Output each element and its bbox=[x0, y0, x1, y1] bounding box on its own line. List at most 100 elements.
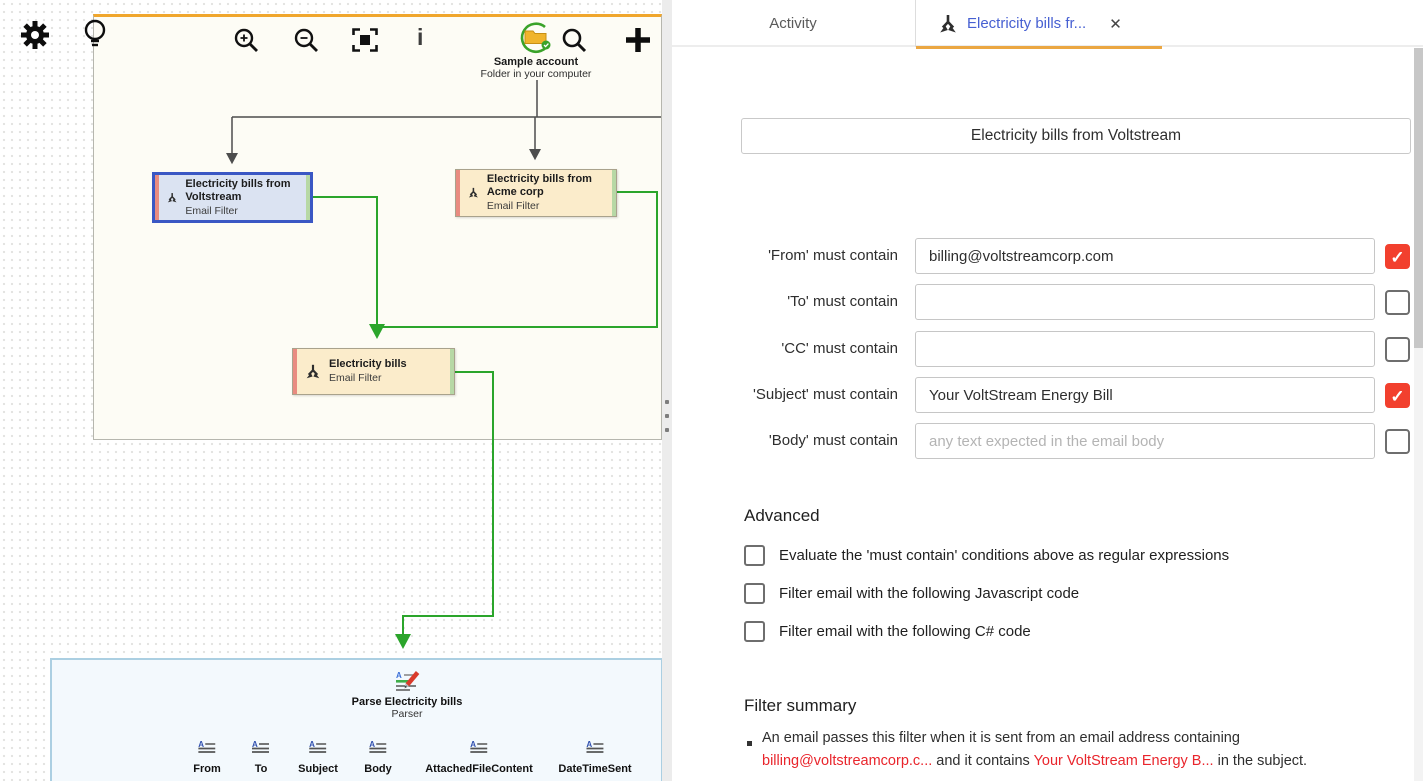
node-filter-electricity-bills[interactable]: Electricity bills Email Filter bbox=[292, 348, 455, 395]
body-enabled-checkbox[interactable] bbox=[1385, 429, 1410, 454]
summary-from-value: billing@voltstreamcorp.c... bbox=[762, 752, 933, 769]
tab-close-icon[interactable]: ✕ bbox=[1109, 15, 1122, 33]
hint-lightbulb-icon[interactable] bbox=[82, 18, 108, 50]
filter-branch-icon bbox=[167, 192, 177, 202]
filter-branch-icon bbox=[468, 187, 478, 198]
panel-splitter[interactable] bbox=[662, 0, 672, 781]
filter-branch-icon bbox=[940, 14, 956, 32]
parser-field-from[interactable]: A From bbox=[193, 740, 221, 775]
node-green-stripe bbox=[306, 175, 310, 220]
csharp-checkbox[interactable] bbox=[744, 621, 765, 642]
parser-field-to[interactable]: A To bbox=[252, 740, 270, 775]
field-label: To bbox=[254, 763, 268, 775]
node-subtitle: Email Filter bbox=[329, 372, 382, 384]
node-red-stripe bbox=[155, 175, 159, 220]
settings-gear-icon[interactable] bbox=[20, 20, 50, 50]
parser-title: Parse Electricity bills bbox=[351, 696, 463, 708]
field-label: DateTimeSent bbox=[558, 763, 632, 775]
option-label: Filter email with the following Javascri… bbox=[779, 585, 1080, 602]
parser-field-subject[interactable]: A Subject bbox=[298, 740, 338, 775]
parser-field-body[interactable]: A Body bbox=[364, 740, 392, 775]
javascript-checkbox[interactable] bbox=[744, 583, 765, 604]
search-icon[interactable] bbox=[560, 26, 588, 54]
svg-text:A: A bbox=[586, 740, 592, 749]
condition-label: 'Body' must contain bbox=[768, 432, 898, 449]
splitter-dot bbox=[665, 414, 669, 418]
field-label: Body bbox=[364, 763, 392, 775]
zoom-in-icon[interactable] bbox=[232, 26, 260, 54]
node-title: Electricity bills from Acme corp bbox=[486, 173, 592, 198]
add-node-icon[interactable] bbox=[624, 26, 652, 54]
svg-text:A: A bbox=[470, 740, 476, 749]
condition-label: 'From' must contain bbox=[768, 247, 898, 264]
from-enabled-checkbox[interactable] bbox=[1385, 244, 1410, 269]
filter-summary-heading: Filter summary bbox=[744, 696, 857, 715]
panel-scrollbar[interactable] bbox=[1414, 48, 1423, 781]
body-must-contain-input[interactable] bbox=[915, 423, 1375, 459]
field-label: Subject bbox=[298, 763, 338, 775]
option-label: Evaluate the 'must contain' conditions a… bbox=[779, 547, 1230, 564]
tab-label: Electricity bills fr... bbox=[967, 15, 1087, 32]
from-must-contain-input[interactable] bbox=[915, 238, 1375, 274]
tab-activity[interactable]: Activity bbox=[769, 15, 817, 32]
node-title: Electricity bills bbox=[329, 358, 407, 370]
svg-text:A: A bbox=[198, 740, 204, 749]
regex-checkbox[interactable] bbox=[744, 545, 765, 566]
node-filter-acme[interactable]: Electricity bills from Acme corp Email F… bbox=[455, 169, 617, 217]
info-icon[interactable]: i bbox=[417, 24, 424, 50]
zoom-out-icon[interactable] bbox=[292, 26, 320, 54]
to-must-contain-input[interactable] bbox=[915, 284, 1375, 320]
advanced-heading: Advanced bbox=[744, 506, 820, 525]
account-name: Sample account bbox=[493, 56, 579, 68]
condition-label: 'CC' must contain bbox=[781, 340, 898, 357]
cc-enabled-checkbox[interactable] bbox=[1385, 337, 1410, 362]
scrollbar-thumb[interactable] bbox=[1414, 48, 1423, 348]
summary-subject-value: Your VoltStream Energy B... bbox=[1033, 752, 1214, 769]
node-green-stripe bbox=[450, 349, 454, 394]
filter-name-input[interactable] bbox=[741, 118, 1411, 154]
svg-text:A: A bbox=[396, 671, 402, 680]
cc-must-contain-input[interactable] bbox=[915, 331, 1375, 367]
node-red-stripe bbox=[456, 170, 460, 216]
field-icon: A bbox=[369, 740, 386, 753]
parser-field-attachedfilecontent[interactable]: A AttachedFileContent bbox=[425, 740, 533, 775]
parser-field-datetimesent[interactable]: A DateTimeSent bbox=[558, 740, 631, 775]
node-subtitle: Email Filter bbox=[185, 204, 238, 217]
node-green-stripe bbox=[612, 170, 616, 216]
condition-label: 'Subject' must contain bbox=[753, 386, 898, 403]
node-filter-voltstream[interactable]: Electricity bills from Voltstream Email … bbox=[152, 172, 313, 223]
field-icon: A bbox=[252, 740, 269, 753]
fit-screen-icon[interactable] bbox=[352, 28, 378, 52]
subject-must-contain-input[interactable] bbox=[915, 377, 1375, 413]
svg-text:A: A bbox=[252, 740, 258, 749]
svg-text:A: A bbox=[309, 740, 315, 749]
advanced-option-javascript[interactable]: Filter email with the following Javascri… bbox=[744, 583, 1079, 604]
node-subtitle: Email Filter bbox=[486, 200, 540, 212]
advanced-option-csharp[interactable]: Filter email with the following C# code bbox=[744, 621, 1031, 642]
node-title: Electricity bills from Voltstream bbox=[185, 177, 291, 203]
condition-label: 'To' must contain bbox=[787, 293, 898, 310]
field-icon: A bbox=[586, 740, 603, 753]
splitter-dot bbox=[665, 400, 669, 404]
field-icon: A bbox=[308, 740, 326, 753]
splitter-dot bbox=[665, 428, 669, 432]
tab-filter-properties[interactable]: Electricity bills fr... ✕ bbox=[915, 0, 1162, 49]
parser-icon: A bbox=[396, 671, 420, 691]
advanced-option-regex[interactable]: Evaluate the 'must contain' conditions a… bbox=[744, 545, 1229, 566]
svg-text:A: A bbox=[369, 740, 375, 749]
option-label: Filter email with the following C# code bbox=[779, 623, 1031, 640]
field-icon: A bbox=[198, 740, 215, 753]
account-folder-icon bbox=[520, 22, 550, 53]
to-enabled-checkbox[interactable] bbox=[1385, 290, 1410, 315]
parser-subtitle: Parser bbox=[391, 708, 423, 720]
summary-bullet bbox=[747, 741, 752, 746]
account-node[interactable]: Sample account Folder in your computer bbox=[441, 20, 631, 80]
summary-part: An email passes this filter when it is s… bbox=[762, 730, 1240, 746]
summary-text: An email passes this filter when it is s… bbox=[762, 727, 1402, 772]
panel-tab-bar: Activity Electricity bills fr... ✕ bbox=[672, 0, 1423, 49]
parser-node[interactable]: A Parse Electricity bills Parser A bbox=[50, 658, 662, 781]
field-label: From bbox=[193, 763, 221, 775]
subject-enabled-checkbox[interactable] bbox=[1385, 383, 1410, 408]
flow-diagram-area[interactable]: i Sample account Folder in your computer bbox=[0, 0, 662, 781]
